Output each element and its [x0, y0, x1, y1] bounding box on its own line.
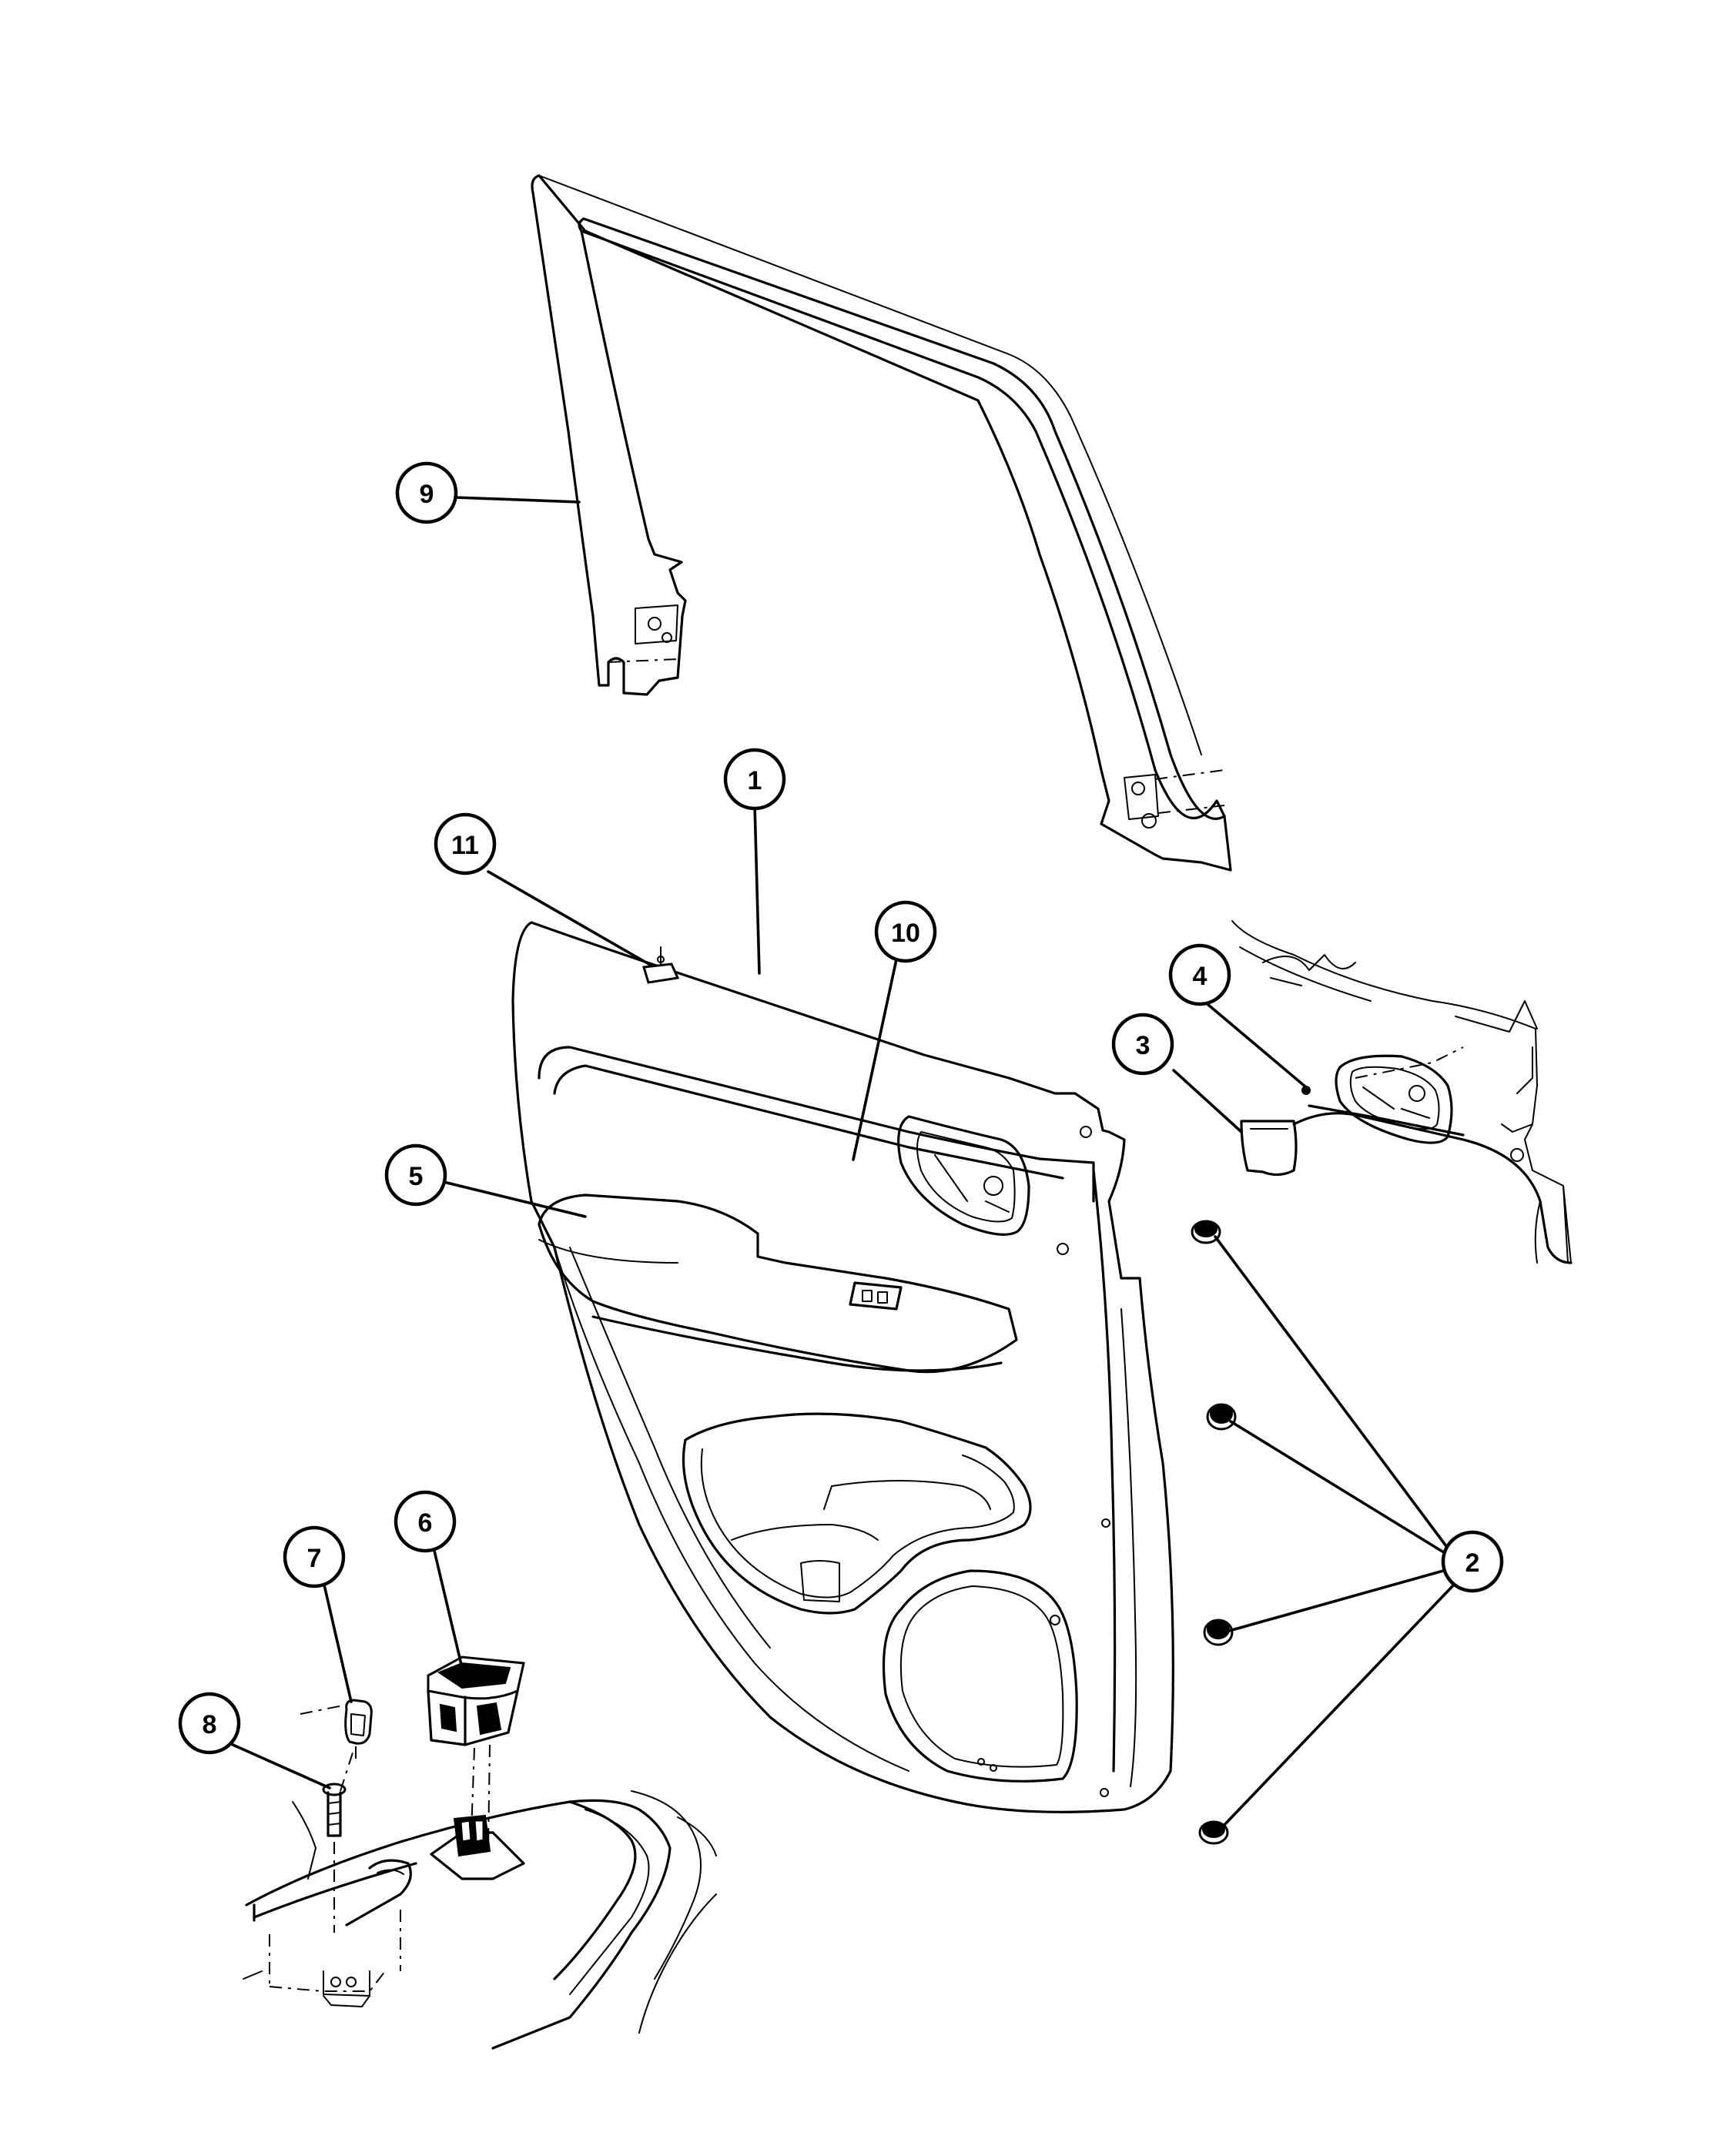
part-6-window-switch [427, 1656, 525, 1849]
part-2-clip-b [1206, 1403, 1237, 1431]
leader-4 [1197, 995, 1308, 1089]
part-2-clip-d [1198, 1820, 1229, 1845]
callout-10: 10 [874, 900, 937, 963]
leader-2d [1221, 1583, 1455, 1828]
part-1-door-trim-panel [511, 921, 1174, 1813]
callout-2-label: 2 [1465, 1548, 1480, 1578]
leader-8 [228, 1742, 331, 1789]
callout-3: 3 [1111, 1013, 1174, 1076]
part-2-clip-a [1191, 1220, 1221, 1244]
callout-11: 11 [434, 812, 497, 875]
callout-1-label: 1 [748, 766, 762, 795]
callout-5: 5 [384, 1143, 447, 1207]
leader-lines [228, 496, 1455, 1828]
leader-2b [1229, 1420, 1448, 1555]
part-8-screw [322, 1747, 355, 1933]
leader-11 [487, 870, 653, 967]
leader-2c [1228, 1569, 1445, 1632]
leader-7 [322, 1580, 353, 1703]
part-2-clips [1191, 1220, 1237, 1845]
callout-8-label: 8 [203, 1710, 217, 1739]
callout-9-label: 9 [420, 480, 434, 509]
callout-10-label: 10 [891, 919, 920, 948]
callout-4-label: 4 [1193, 962, 1208, 991]
inset-door-handle-bezel [1231, 920, 1573, 1264]
leader-3 [1172, 1069, 1243, 1133]
callout-7: 7 [283, 1525, 346, 1589]
callout-7-label: 7 [307, 1544, 322, 1573]
part-9-glass-run-frame [531, 174, 1232, 872]
leader-5 [439, 1180, 587, 1218]
leader-10 [852, 958, 898, 1161]
callout-9: 9 [395, 461, 458, 524]
callout-6: 6 [394, 1490, 457, 1553]
callout-1: 1 [723, 748, 786, 811]
leader-1 [753, 802, 761, 975]
callout-8: 8 [178, 1692, 241, 1755]
part-2-clip-c [1203, 1619, 1234, 1646]
callout-5-label: 5 [409, 1162, 424, 1191]
callout-3-label: 3 [1136, 1031, 1151, 1060]
callout-11-label: 11 [451, 831, 479, 860]
inset-armrest-switch-pod [243, 1790, 717, 2050]
leader-6 [433, 1549, 464, 1669]
part-11-clip [642, 946, 680, 984]
leader-2a [1214, 1235, 1448, 1548]
callout-6-label: 6 [418, 1508, 433, 1538]
part-7-bezel [300, 1699, 373, 1763]
leader-9 [454, 496, 581, 504]
callout-2: 2 [1441, 1530, 1504, 1593]
callout-4: 4 [1168, 943, 1231, 1006]
